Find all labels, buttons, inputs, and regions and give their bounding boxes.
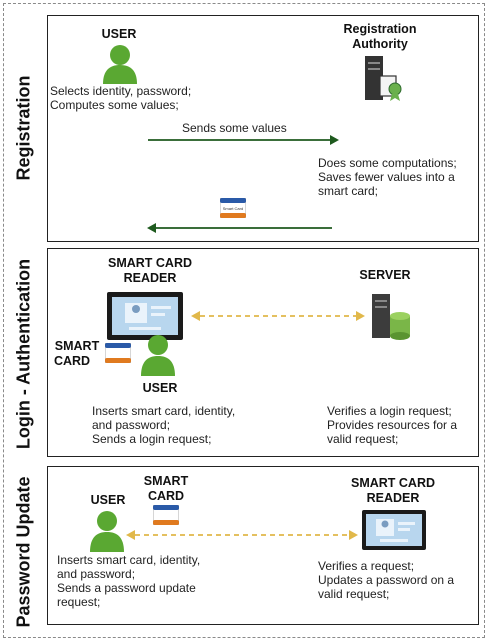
login-user-text-2: and password; — [92, 418, 171, 432]
password-user-title: USER — [90, 493, 126, 507]
side-label-password-update: Password Update — [13, 476, 34, 628]
login-user-title: USER — [142, 381, 178, 395]
password-reader-text-2: Updates a password on a — [318, 573, 455, 587]
outer-frame — [3, 3, 485, 638]
registration-server-icon — [362, 54, 408, 102]
login-server-text-1: Verifies a login request; — [327, 404, 452, 418]
registration-authority-text-1: Does some computations; — [318, 156, 457, 170]
send-values-arrow — [148, 134, 340, 146]
login-user-text-1: Inserts smart card, identity, — [92, 404, 236, 418]
side-label-login: Login - Authentication — [13, 258, 34, 450]
password-dashed-arrow — [125, 529, 359, 541]
password-user-text-1: Inserts smart card, identity, — [57, 553, 201, 567]
password-user-icon — [89, 510, 125, 552]
login-dashed-arrow — [190, 310, 366, 322]
registration-user-text-1: Selects identity, password; — [50, 84, 192, 98]
registration-user-text-2: Computes some values; — [50, 98, 179, 112]
login-card-title-2: CARD — [53, 354, 91, 368]
registration-authority-title-2: Authority — [352, 37, 408, 51]
side-label-registration: Registration — [13, 75, 34, 181]
login-user-icon — [140, 334, 176, 376]
password-reader-text-3: valid request; — [318, 587, 390, 601]
return-card-arrow — [146, 222, 332, 234]
login-card-title-1: SMART — [54, 339, 100, 353]
password-reader-title-1: SMART CARD — [350, 476, 436, 490]
registration-authority-text-3: smart card; — [318, 184, 379, 198]
password-card-title-1: SMART — [143, 474, 189, 488]
registration-arrow-label: Sends some values — [182, 121, 287, 135]
password-user-text-2: and password; — [57, 567, 136, 581]
login-reader-title-1: SMART CARD — [107, 256, 193, 270]
password-reader-title-2: READER — [366, 491, 420, 505]
smart-card-icon: Smart Card — [220, 198, 246, 218]
card-reader-icon — [107, 292, 183, 340]
registration-user-title: USER — [101, 27, 137, 41]
password-smart-card-icon — [153, 505, 179, 525]
registration-authority-text-2: Saves fewer values into a — [318, 170, 455, 184]
password-card-reader-icon — [362, 510, 426, 550]
login-user-text-3: Sends a login request; — [92, 432, 212, 446]
server-icon — [370, 292, 412, 342]
smart-card-text: Smart Card — [223, 206, 243, 211]
registration-authority-title-1: Registration — [343, 22, 417, 36]
password-card-title-2: CARD — [147, 489, 185, 503]
password-reader-text-1: Verifies a request; — [318, 559, 415, 573]
login-server-text-2: Provides resources for a — [327, 418, 458, 432]
login-server-text-3: valid request; — [327, 432, 399, 446]
password-user-text-3: Sends a password update — [57, 581, 196, 595]
login-reader-title-2: READER — [123, 271, 177, 285]
login-smart-card-icon — [105, 343, 131, 363]
user-icon — [102, 44, 138, 84]
login-server-title: SERVER — [359, 268, 411, 282]
password-user-text-4: request; — [57, 595, 101, 609]
